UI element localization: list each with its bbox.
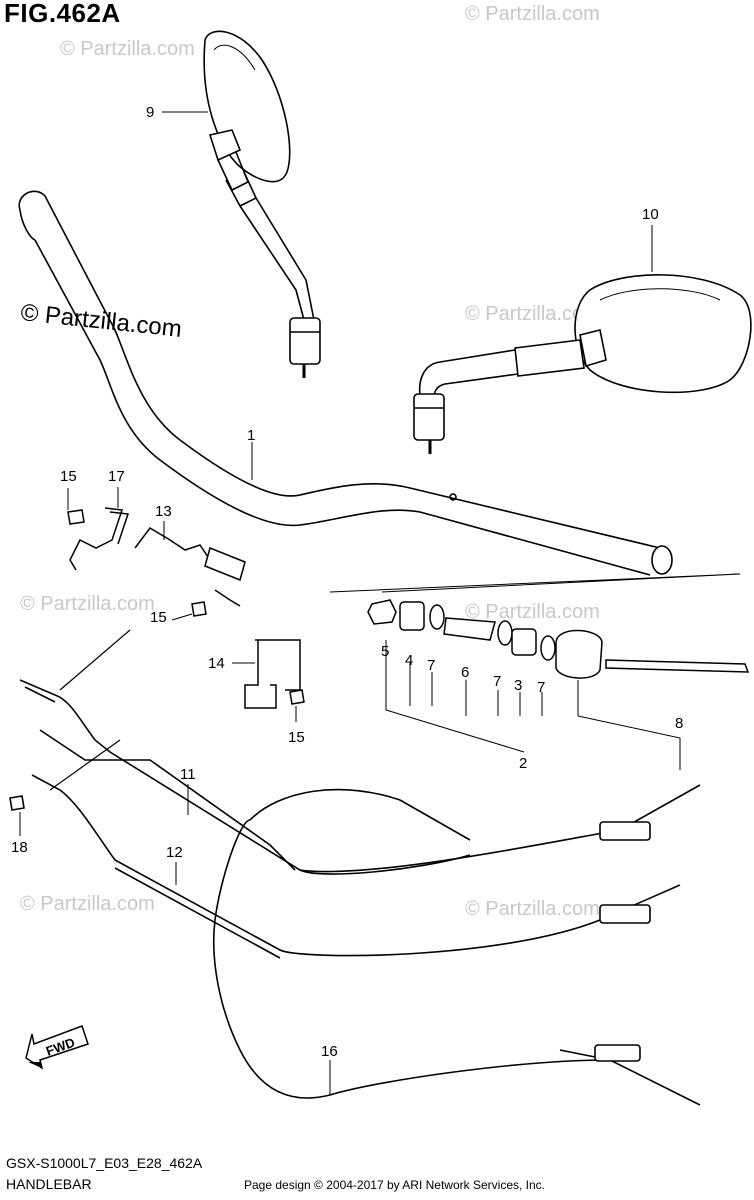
callout-15-mid: 15 [150, 609, 167, 626]
callout-14: 14 [208, 655, 225, 672]
callout-3: 3 [514, 677, 522, 694]
bar-end-assembly [367, 599, 750, 679]
callout-7-c: 7 [537, 679, 545, 696]
callout-15-top: 15 [60, 468, 77, 485]
callout-6: 6 [461, 664, 469, 681]
callout-18: 18 [11, 839, 28, 856]
callout-7-a: 7 [427, 657, 435, 674]
watermarks: © Partzilla.com © Partzilla.com © Partzi… [19, 3, 599, 920]
brackets [67, 507, 305, 709]
watermark: © Partzilla.com [20, 593, 155, 615]
watermark: © Partzilla.com [20, 893, 155, 915]
callout-11: 11 [180, 766, 196, 783]
watermark: © Partzilla.com [465, 898, 600, 920]
watermark: © Partzilla.com [465, 601, 600, 623]
watermark: © Partzilla.com [465, 303, 600, 325]
callout-17: 17 [108, 468, 125, 485]
callout-2: 2 [519, 755, 527, 772]
right-mirror [413, 274, 752, 454]
handlebar [18, 190, 741, 593]
forward-arrow-icon: FWD [25, 1025, 89, 1070]
figure-code: GSX-S1000L7_E03_E28_462A [6, 1155, 203, 1171]
callout-16: 16 [321, 1043, 338, 1060]
callout-10: 10 [642, 206, 659, 223]
watermark: © Partzilla.com [465, 3, 600, 25]
left-mirror [203, 30, 321, 378]
callout-1: 1 [247, 427, 255, 444]
figure-title: FIG.462A [4, 0, 121, 28]
leader-lines [19, 111, 681, 1095]
watermark: © Partzilla.com [60, 38, 195, 60]
page-credit: Page design © 2004-2017 by ARI Network S… [244, 1178, 546, 1192]
cables [9, 629, 701, 1106]
figure-name: HANDLEBAR [6, 1176, 92, 1192]
callout-15-bottom: 15 [288, 729, 305, 746]
callout-8: 8 [675, 715, 683, 732]
callout-5: 5 [381, 643, 389, 660]
callout-numbers: 9 10 1 15 17 13 15 14 15 5 4 7 6 7 3 7 8… [11, 104, 683, 1060]
watermark-dark: © Partzilla.com [19, 299, 183, 343]
callout-12: 12 [166, 844, 183, 861]
callout-7-b: 7 [493, 673, 501, 690]
callout-9: 9 [146, 104, 154, 121]
callout-13: 13 [155, 503, 172, 520]
callout-4: 4 [405, 652, 413, 669]
